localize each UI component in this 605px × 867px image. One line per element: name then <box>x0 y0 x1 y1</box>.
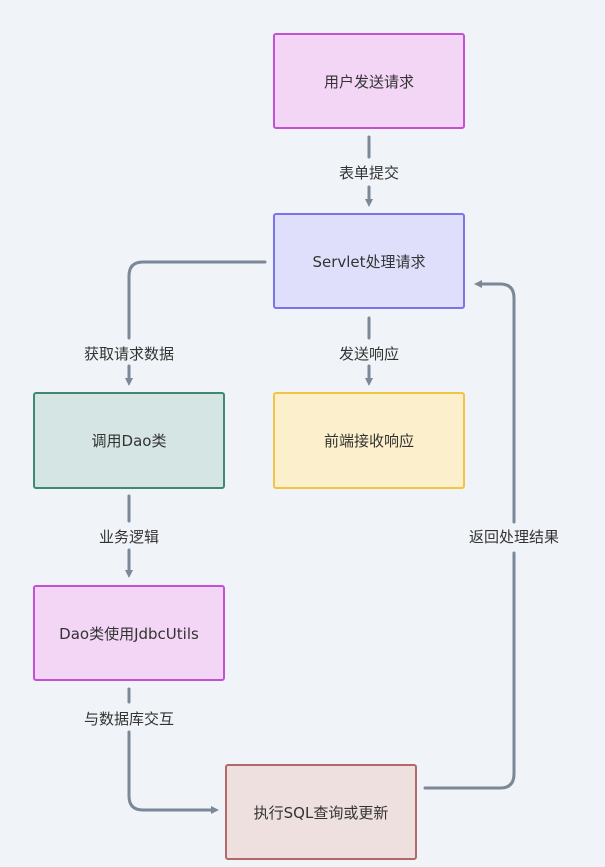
edge-label-return-result: 返回处理结果 <box>468 528 560 546</box>
edge-get-request-data-top <box>127 260 267 340</box>
node-execute-sql-label: 执行SQL查询或更新 <box>253 803 389 822</box>
edge-label-send-response: 发送响应 <box>338 345 400 363</box>
node-call-dao: 调用Dao类 <box>33 392 225 489</box>
edge-label-get-request-data: 获取请求数据 <box>83 345 175 363</box>
node-frontend-receive: 前端接收响应 <box>273 392 465 489</box>
node-frontend-receive-label: 前端接收响应 <box>323 432 414 450</box>
edge-db-interaction-bottom <box>127 730 219 814</box>
node-user-request: 用户发送请求 <box>273 33 465 129</box>
node-dao-jdbc-label: Dao类使用JdbcUtils <box>59 624 199 643</box>
edge-return-result-top <box>474 280 516 524</box>
node-call-dao-label: 调用Dao类 <box>91 432 167 450</box>
node-execute-sql: 执行SQL查询或更新 <box>225 764 417 860</box>
edge-label-db-interaction: 与数据库交互 <box>83 710 175 728</box>
edge-label-form-submit: 表单提交 <box>338 164 400 182</box>
edge-return-result-bottom <box>423 551 516 790</box>
node-servlet-label: Servlet处理请求 <box>312 252 426 271</box>
edge-label-business-logic: 业务逻辑 <box>98 528 160 546</box>
node-user-request-label: 用户发送请求 <box>323 72 414 91</box>
node-dao-jdbc: Dao类使用JdbcUtils <box>33 585 225 681</box>
node-servlet: Servlet处理请求 <box>273 213 465 309</box>
